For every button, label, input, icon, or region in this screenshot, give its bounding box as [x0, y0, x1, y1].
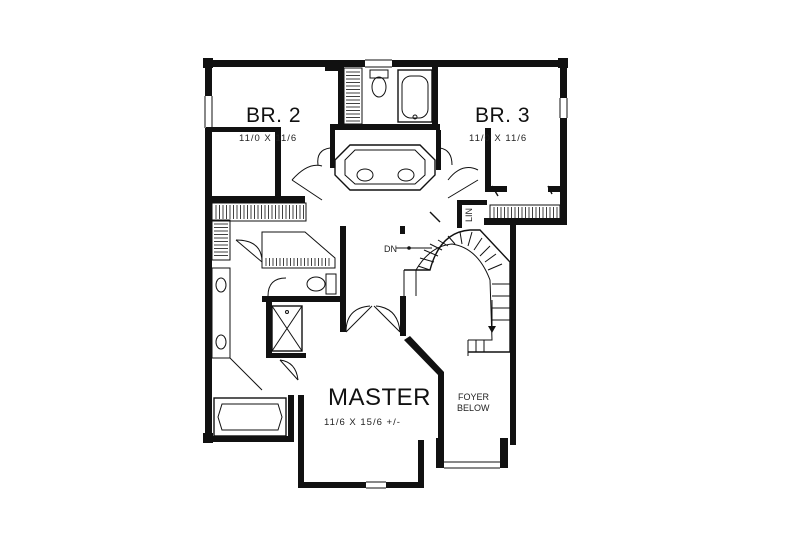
walls — [203, 58, 568, 488]
room-name-br3: BR. 3 — [475, 104, 530, 127]
room-name-master: MASTER — [328, 384, 431, 411]
stair — [396, 229, 511, 356]
label-foyer-line1: FOYER — [458, 392, 490, 402]
closets — [211, 67, 561, 269]
label-foyer-line2: BELOW — [457, 403, 490, 413]
label-linen: LIN — [464, 208, 474, 222]
windows — [204, 59, 568, 489]
doors — [235, 147, 553, 381]
room-size-master: 11/6 X 15/6 +/- — [324, 417, 401, 428]
room-name-br2: BR. 2 — [246, 104, 301, 127]
room-size-br3: 11/0 X 11/6 — [469, 133, 527, 144]
room-size-br2: 11/0 X 11/6 — [239, 133, 297, 144]
label-stair-down: DN — [384, 244, 397, 254]
fixtures — [211, 69, 436, 440]
